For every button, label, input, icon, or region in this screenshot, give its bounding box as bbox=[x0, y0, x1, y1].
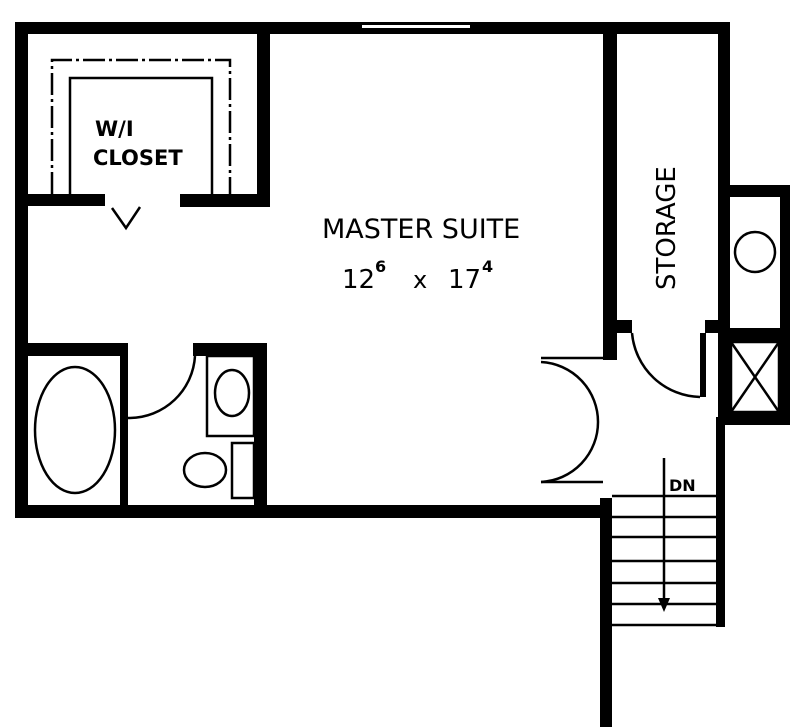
bath-fixtures bbox=[33, 354, 256, 500]
stairs-down-label: DN bbox=[669, 476, 696, 495]
master-suite-label: MASTER SUITE bbox=[322, 214, 520, 245]
closet-door-swing bbox=[110, 206, 142, 231]
closet-shelving bbox=[50, 58, 232, 231]
bathtub bbox=[33, 365, 117, 495]
dim-a-sup: 6 bbox=[375, 257, 386, 276]
walls bbox=[15, 22, 790, 727]
toilet bbox=[182, 451, 228, 489]
bath-door-swing bbox=[128, 355, 197, 420]
storage-door-swing bbox=[630, 332, 701, 399]
dim-b-sup: 4 bbox=[482, 257, 493, 276]
right-closets bbox=[729, 230, 781, 414]
sink bbox=[213, 368, 251, 418]
dim-x: x bbox=[413, 266, 427, 294]
doors bbox=[540, 332, 701, 484]
stairs bbox=[612, 458, 716, 627]
master-dimensions: 12 6 x 17 4 bbox=[342, 257, 493, 295]
water-heater bbox=[733, 230, 777, 274]
dim-a: 12 bbox=[342, 265, 375, 295]
closet-label-1: W/I bbox=[95, 117, 134, 141]
vanity bbox=[205, 354, 256, 438]
closet-label-2: CLOSET bbox=[93, 146, 183, 170]
toilet-tank bbox=[230, 441, 256, 500]
double-door-swing bbox=[540, 360, 600, 484]
dim-b: 17 bbox=[448, 265, 481, 295]
window bbox=[362, 25, 470, 28]
storage-label: STORAGE bbox=[652, 166, 682, 290]
